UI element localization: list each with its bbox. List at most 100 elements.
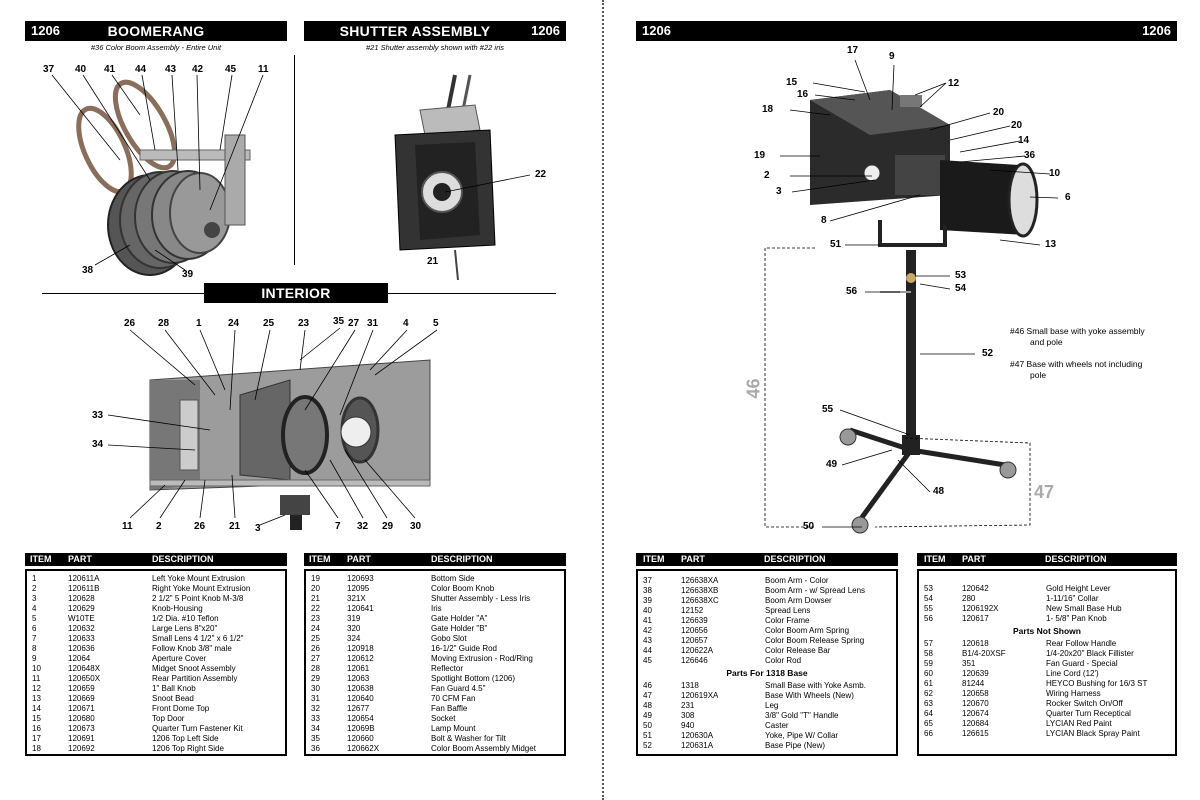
boomerang-header: 1206 BOOMERANG [25, 21, 287, 41]
table-cell-description: 3/8" Gold "T" Handle [765, 711, 839, 720]
table3-col-item: ITEM [643, 554, 665, 564]
callout-25: 25 [263, 318, 275, 329]
table-cell-description: Front Dome Top [152, 704, 210, 713]
table-cell-part: 120612 [347, 654, 374, 663]
table-cell-description: New Small Base Hub [1046, 604, 1122, 613]
table-cell-item: 64 [924, 709, 933, 718]
table-cell-part: 120630A [681, 731, 714, 740]
callout-41: 41 [104, 64, 116, 75]
table-cell-description: Base Pipe (New) [765, 741, 826, 750]
table-cell-description: Base With Wheels (New) [765, 691, 854, 700]
table-cell-part: 120648X [68, 664, 101, 673]
callout-32: 32 [357, 521, 369, 532]
table3-col-description: DESCRIPTION [764, 554, 826, 564]
table-cell-description: Spotlight Bottom (1206) [431, 674, 516, 683]
table-cell-description: Color Rod [765, 656, 802, 665]
table4-col-description: DESCRIPTION [1045, 554, 1107, 564]
note-47-cont: pole [1030, 370, 1047, 380]
table-cell-part: 324 [347, 634, 361, 643]
table-cell-description: Rear Follow Handle [1046, 639, 1117, 648]
table-cell-part: 120659 [68, 684, 95, 693]
table-cell-description: Top Door [152, 714, 185, 723]
table-cell-part: 120650X [68, 674, 101, 683]
note-47: #47 Base with wheels not including [1010, 359, 1143, 369]
table-cell-part: 120638 [347, 684, 374, 693]
table-cell-item: 46 [643, 681, 652, 690]
dimension-46-label: 46 [743, 378, 764, 399]
table-cell-description: Color Release Bar [765, 646, 831, 655]
boomerang-illustration [76, 79, 251, 276]
table-cell-part: 120622A [681, 646, 714, 655]
table-cell-description: Fan Baffle [431, 704, 468, 713]
table-cell-part: 120611A [68, 574, 100, 583]
table-cell-part: 1318 [681, 681, 699, 690]
table-cell-part: 120680 [68, 714, 95, 723]
table1-header: ITEM PART DESCRIPTION [25, 553, 287, 566]
shutter-leaders [444, 174, 531, 193]
callout-56: 56 [846, 286, 858, 297]
table-cell-item: 45 [643, 656, 652, 665]
callout-18: 18 [762, 104, 774, 115]
callout-43: 43 [165, 64, 177, 75]
table-cell-item: 24 [311, 624, 320, 633]
table-cell-item: 54 [924, 594, 933, 603]
callout-40: 40 [75, 64, 87, 75]
table-cell-description: HEYCO Bushing for 16/3 ST [1046, 679, 1148, 688]
table-cell-item: 22 [311, 604, 320, 613]
callout-44: 44 [135, 64, 147, 75]
callout-12: 12 [948, 78, 960, 89]
table-cell-item: 21 [311, 594, 320, 603]
callout-14: 14 [1018, 135, 1030, 146]
table-cell-part: 12095 [347, 584, 370, 593]
table-cell-item: 8 [32, 644, 37, 653]
table-cell-part: 12069B [347, 724, 375, 733]
figure-separator [294, 55, 295, 265]
table-cell-description: 1206 Top Right Side [152, 744, 224, 753]
table-cell-description: LYCIAN Black Spray Paint [1046, 729, 1140, 738]
interior-illustration [149, 359, 431, 530]
table-cell-part: 12064 [68, 654, 91, 663]
table-cell-description: 1-11/16" Collar [1046, 594, 1099, 603]
table-cell-item: 63 [924, 699, 933, 708]
callout-2-right: 2 [764, 170, 770, 181]
table-cell-part: 120618 [962, 639, 989, 648]
table-subheading: Parts Not Shown [1012, 626, 1081, 636]
table-row: 57 120618 Rear Follow Handle [919, 639, 1175, 649]
callout-7: 7 [335, 521, 341, 532]
table-cell-description: Aperture Cover [152, 654, 207, 663]
table-cell-description: Quarter Turn Fastener Kit [152, 724, 243, 733]
table2-col-item: ITEM [309, 554, 331, 564]
table-cell-item: 38 [643, 586, 652, 595]
dimension-47-label: 47 [1034, 482, 1055, 502]
table-cell-item: 52 [643, 741, 652, 750]
table-cell-description: Color Boom Release Spring [765, 636, 865, 645]
table1-col-item: ITEM [30, 554, 52, 564]
callout-30: 30 [410, 521, 422, 532]
table-cell-part: 120654 [347, 714, 374, 723]
table-cell-item: 53 [924, 584, 933, 593]
callout-42: 42 [192, 64, 204, 75]
table-cell-part: 126638XB [681, 586, 719, 595]
interior-header: INTERIOR [204, 283, 388, 303]
table-subheading: Parts For 1318 Base [726, 668, 808, 678]
table-cell-part: 120632 [68, 624, 95, 633]
boomerang-title: BOOMERANG [107, 23, 205, 39]
table-cell-item: 57 [924, 639, 933, 648]
table-cell-part: 120639 [962, 669, 989, 678]
